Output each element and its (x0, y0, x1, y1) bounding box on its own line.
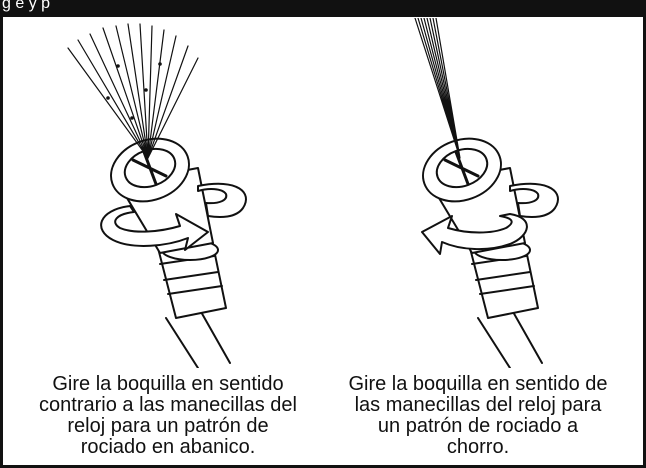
caption-line: contrario a las manecillas del (39, 394, 297, 416)
jet-spray-lines (414, 18, 461, 159)
caption-line: Gire la boquilla en sentido de (348, 373, 608, 395)
caption-jet-spray: Gire la boquilla en sentido de las manec… (328, 374, 628, 458)
rotation-arrow-front (100, 205, 209, 251)
spray-droplets (106, 62, 162, 120)
caption-line: reloj para un patrón de (67, 415, 269, 437)
fan-spray-lines (67, 23, 199, 159)
caption-line: las manecillas del reloj para (354, 394, 602, 416)
header-text: g e y p (2, 0, 51, 12)
caption-line: rociado en abanico. (80, 436, 256, 458)
rotation-arrow-back (509, 182, 559, 218)
caption-line: Gire la boquilla en sentido (52, 373, 284, 395)
jet-spray-nozzle-illustration (414, 18, 559, 368)
caption-line: chorro. (446, 436, 510, 458)
header-bar: g e y p (0, 0, 646, 17)
caption-fan-spray: Gire la boquilla en sentido contrario a … (18, 374, 318, 458)
caption-line: un patrón de rociado a (377, 415, 579, 437)
rotation-arrow-back (197, 182, 247, 218)
fan-spray-nozzle-illustration (67, 23, 247, 368)
rotation-arrow-front (421, 213, 528, 255)
